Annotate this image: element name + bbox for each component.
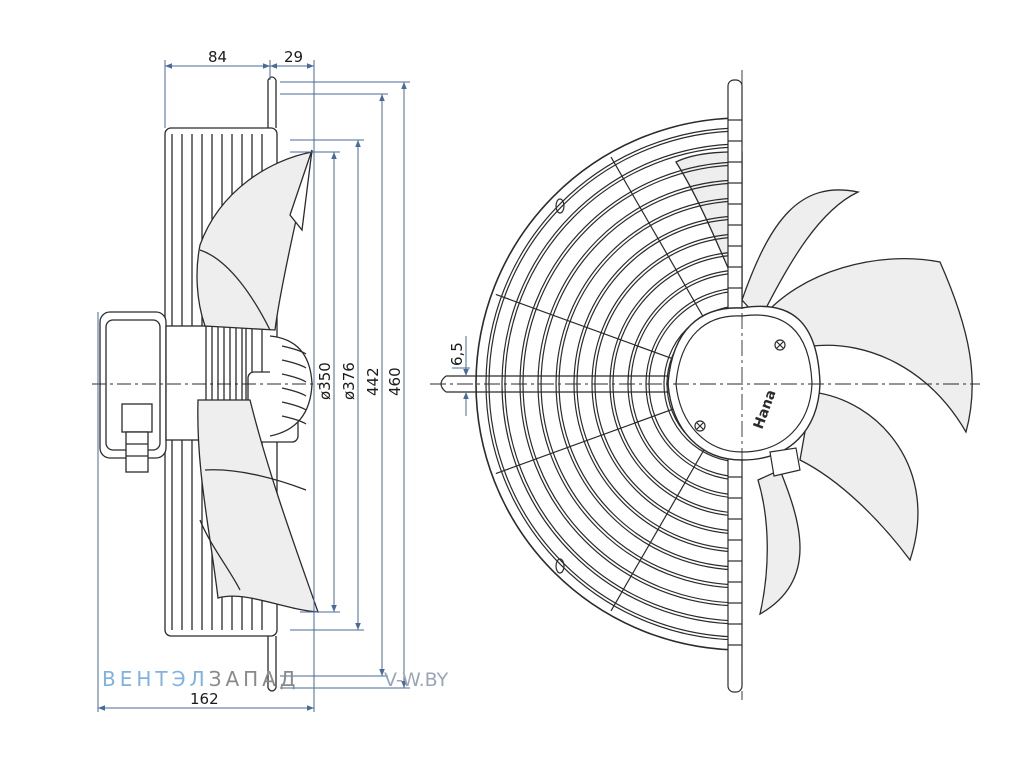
dim-height-442: 442: [364, 367, 382, 396]
guard-tab: [555, 558, 565, 574]
guard-spoke: [610, 435, 713, 612]
front-guard-spokes: [495, 156, 713, 612]
dim-diameter-376: ø376: [340, 362, 358, 400]
guard-ring: [555, 197, 743, 571]
hub-rib: [281, 345, 307, 355]
mount-bottom: [267, 636, 277, 692]
hub-rib: [281, 401, 307, 411]
dim-height-460: 460: [386, 367, 404, 396]
guard-ring: [501, 143, 743, 625]
motor-hub: Hana: [667, 305, 821, 477]
guard-spoke: [495, 293, 686, 365]
side-blades: [196, 149, 319, 613]
dim-bottom-total: 162: [190, 690, 219, 708]
front-blades: [675, 151, 973, 616]
guard-tab: [555, 198, 565, 214]
dim-diameter-350: ø350: [316, 362, 334, 400]
hub-rib: [281, 359, 307, 369]
dimension-labels: 84 29 162 6,5 ø350 ø376 442 460: [190, 48, 466, 708]
hub-rib: [281, 387, 307, 397]
side-view: [92, 76, 320, 692]
hub-rib: [281, 415, 307, 425]
dim-bore: 6,5: [448, 342, 466, 366]
watermark-brand-dark: ЗАПАД: [209, 667, 300, 691]
watermark-brand-light: ВЕНТЭЛ: [102, 667, 209, 691]
watermark: ВЕНТЭЛЗАПАД V-W.BY: [102, 667, 449, 691]
dim-top-depth: 84: [208, 48, 227, 66]
dimension-lines: [97, 60, 470, 712]
svg-text:ВЕНТЭЛЗАПАД: ВЕНТЭЛЗАПАД: [102, 667, 299, 691]
terminal-box: [99, 311, 167, 473]
watermark-site: V-W.BY: [384, 669, 449, 691]
guard-spoke: [610, 156, 713, 333]
guard-ring: [609, 251, 743, 517]
guard-outer-ring: [475, 117, 743, 651]
dim-top-offset: 29: [284, 48, 303, 66]
guard-spoke: [495, 403, 686, 475]
front-view: Hana: [430, 70, 980, 700]
mount-top: [267, 76, 277, 128]
hub-rib: [281, 373, 307, 383]
